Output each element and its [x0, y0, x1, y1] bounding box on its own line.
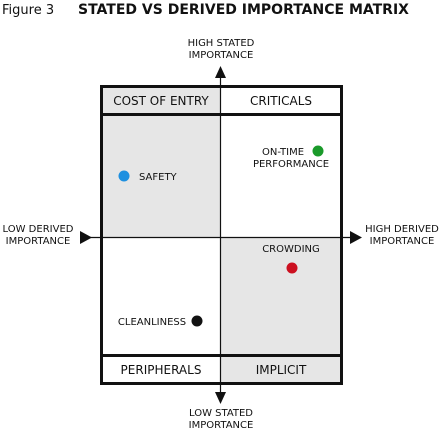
- arrow-up-icon: [215, 66, 226, 78]
- point-crowding-label: CROWDING: [262, 244, 320, 255]
- bottom-axis-label-line-1: LOW STATED: [189, 408, 253, 419]
- right-axis-label-line-1: HIGH DERIVED: [365, 224, 439, 235]
- figure-title: STATED VS DERIVED IMPORTANCE MATRIX: [78, 2, 409, 18]
- left-axis-label-line-1: LOW DERIVED: [3, 224, 74, 235]
- right-axis-label-line-2: IMPORTANCE: [370, 236, 435, 247]
- quadrant-peripherals-label: PERIPHERALS: [121, 363, 202, 377]
- point-safety-label: SAFETY: [139, 172, 178, 183]
- arrow-right-icon: [350, 231, 362, 244]
- implicit-header-shade: [220, 357, 340, 382]
- arrow-left-icon: [80, 231, 92, 244]
- implicit-shade: [220, 238, 340, 354]
- figure-label: Figure 3: [2, 3, 54, 18]
- quadrant-implicit-label: IMPLICIT: [256, 363, 307, 377]
- bottom-axis-label-line-2: IMPORTANCE: [189, 420, 254, 431]
- point-crowding: [286, 262, 298, 274]
- quadrant-cost-of-entry-label: COST OF ENTRY: [113, 94, 209, 108]
- top-axis-label-line-2: IMPORTANCE: [189, 50, 254, 61]
- point-cleanliness-label: CLEANLINESS: [118, 317, 186, 328]
- cost-of-entry-header-shade: [103, 88, 220, 113]
- point-safety: [118, 170, 130, 182]
- top-axis-label-line-1: HIGH STATED: [188, 38, 255, 49]
- point-on-time-performance-label-line-1: ON-TIME: [262, 147, 304, 158]
- quadrant-criticals-label: CRITICALS: [250, 94, 312, 108]
- left-axis-label-line-2: IMPORTANCE: [6, 236, 71, 247]
- point-on-time-performance: [312, 145, 324, 157]
- point-on-time-performance-label-line-2: PERFORMANCE: [253, 159, 329, 170]
- arrow-down-icon: [215, 392, 226, 404]
- matrix-frame: [100, 85, 343, 385]
- point-cleanliness: [191, 315, 203, 327]
